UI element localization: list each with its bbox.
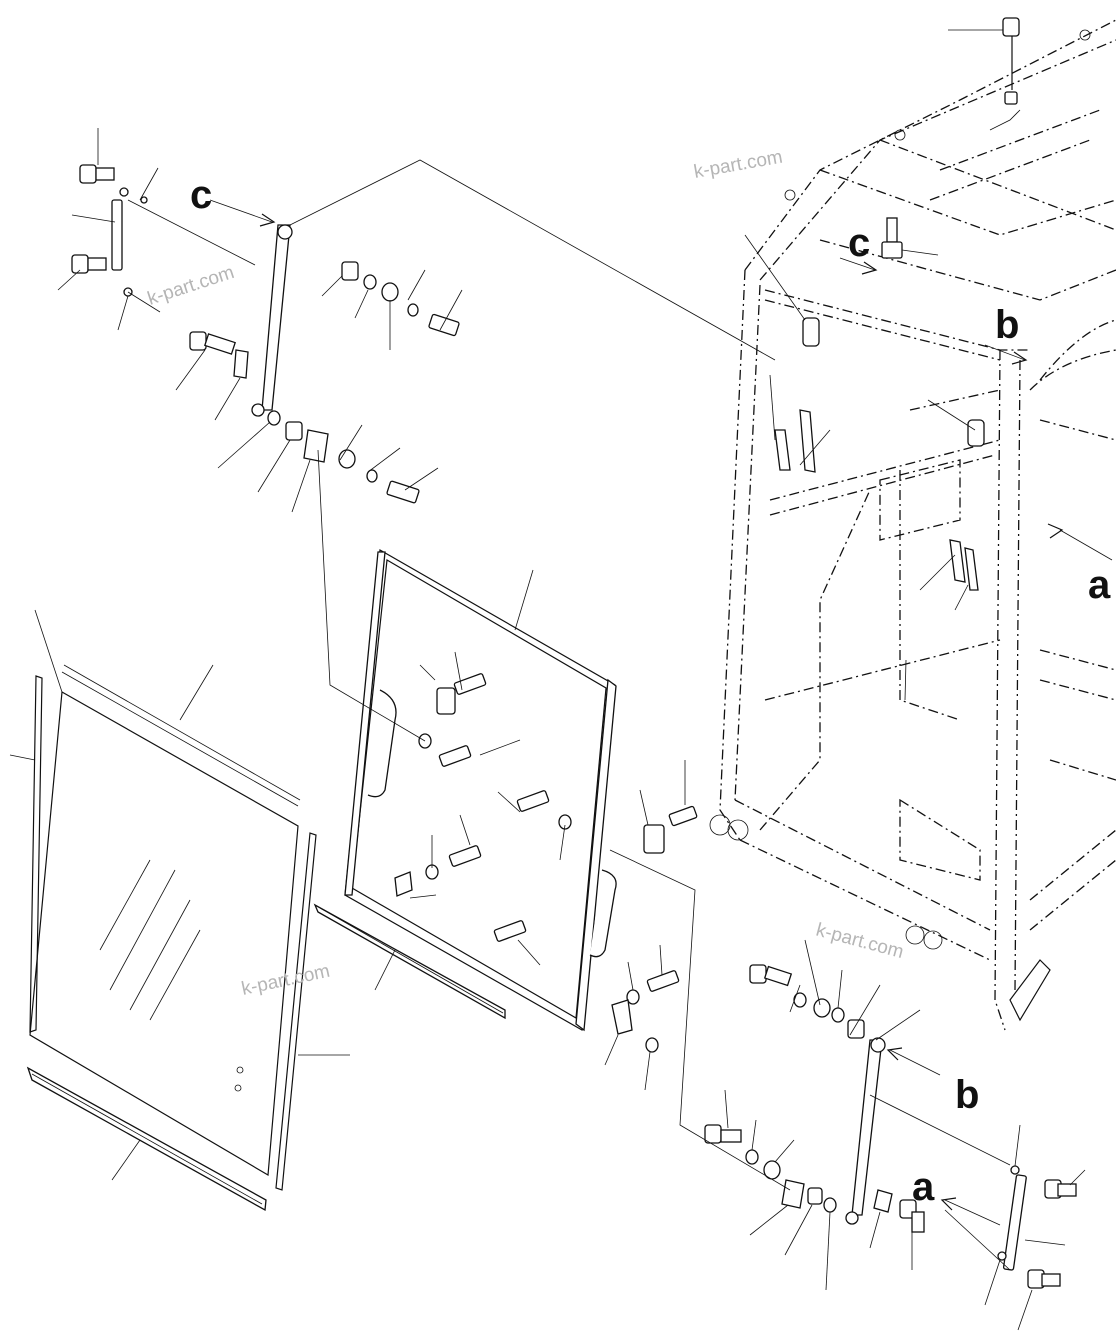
window-frame [313,549,617,1032]
watermark-upper-left: k-part.com [145,262,237,310]
view-label-a-lower: a [912,1165,935,1209]
window-glass [26,664,317,1212]
view-label-c-frame: c [848,221,870,265]
upper-link-assembly [71,164,460,504]
view-label-b-lower: b [955,1073,979,1117]
frame-brackets [774,17,1020,591]
cab-frame [709,19,1116,1031]
watermark-lower-right: k-part.com [814,920,906,964]
frame-bolt-c [881,217,903,259]
view-label-c-upper: c [190,173,212,217]
view-arrows [209,199,1113,1226]
view-label-b-frame: b [995,303,1019,347]
view-label-a-frame: a [1088,563,1111,607]
watermark-top: k-part.com [692,147,784,183]
lower-link-assembly [704,964,1077,1289]
leader-lines [9,29,1086,1331]
frame-hinge-parts [394,673,698,1053]
